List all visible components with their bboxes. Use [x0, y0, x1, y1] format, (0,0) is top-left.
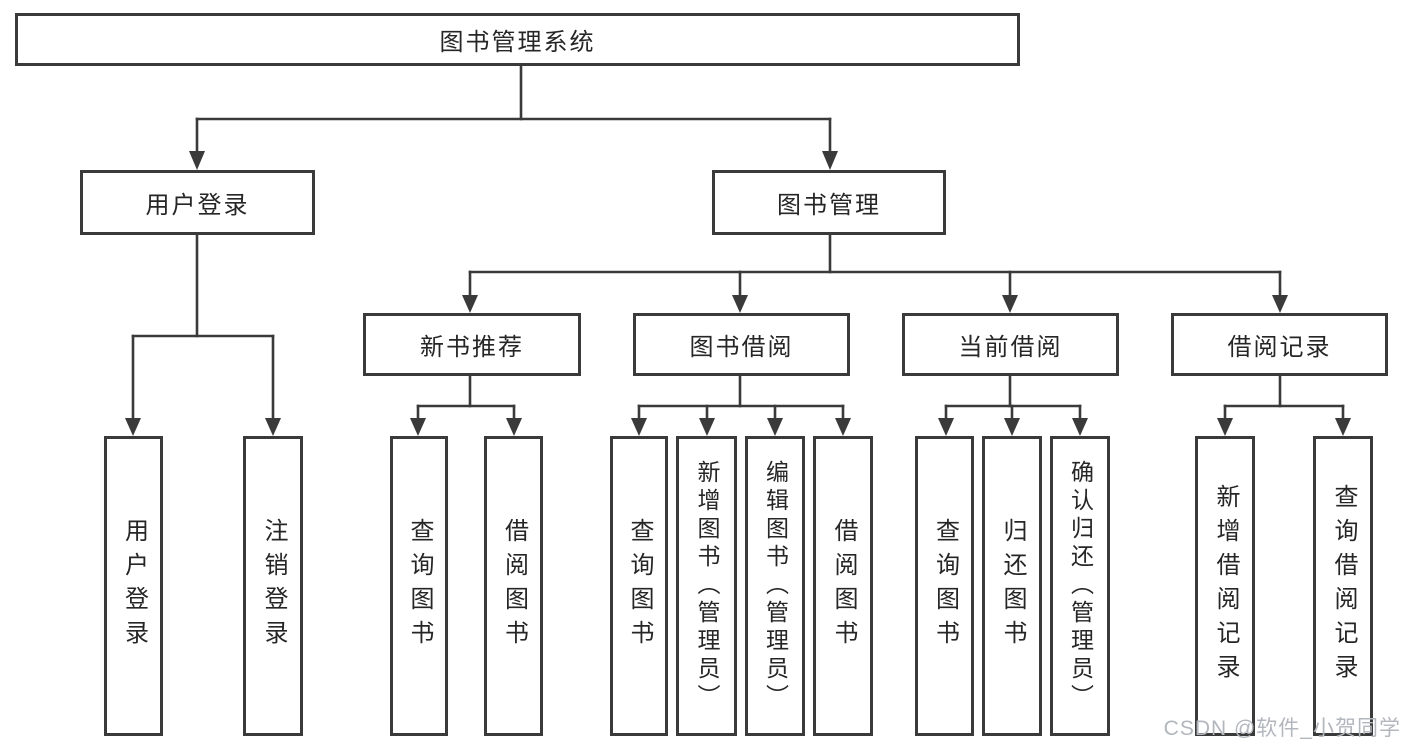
leaf-add-books-admin: 新增图书（管理员） [676, 436, 737, 736]
node-borrow-records: 借阅记录 [1171, 313, 1388, 376]
node-root: 图书管理系统 [15, 13, 1020, 66]
leaf-logout: 注销登录 [243, 436, 303, 736]
leaf-return-books: 归还图书 [982, 436, 1042, 736]
leaf-borrow-books-borrow: 借阅图书 [813, 436, 873, 736]
leaf-user-login-label: 用户登录 [120, 518, 148, 654]
node-root-label: 图书管理系统 [439, 29, 596, 56]
leaf-query-books-current-label: 查询图书 [931, 518, 959, 654]
leaf-edit-books-admin: 编辑图书（管理员） [745, 436, 805, 736]
leaf-query-books-current: 查询图书 [915, 436, 974, 736]
node-user-login: 用户登录 [80, 170, 315, 235]
leaf-add-borrow-record-label: 新增借阅记录 [1212, 484, 1239, 688]
node-borrow-records-label: 借阅记录 [1227, 334, 1332, 361]
leaf-logout-label: 注销登录 [260, 518, 287, 654]
leaf-query-books-borrow: 查询图书 [610, 436, 668, 736]
node-current-borrow: 当前借阅 [902, 313, 1119, 376]
leaf-edit-books-admin-label: 编辑图书（管理员） [762, 460, 789, 712]
node-book-management-label: 图书管理 [777, 192, 881, 219]
node-user-login-label: 用户登录 [145, 192, 250, 219]
leaf-query-books-recommend-label: 查询图书 [406, 518, 433, 654]
leaf-borrow-books-recommend-label: 借阅图书 [500, 518, 528, 654]
leaf-confirm-return-admin-label: 确认归还（管理员） [1067, 460, 1094, 712]
node-book-management: 图书管理 [712, 170, 946, 235]
node-current-borrow-label: 当前借阅 [958, 334, 1063, 361]
leaf-add-borrow-record: 新增借阅记录 [1195, 436, 1255, 736]
leaf-user-login: 用户登录 [104, 436, 163, 736]
node-book-borrow: 图书借阅 [633, 313, 850, 376]
leaf-query-books-recommend: 查询图书 [390, 436, 448, 736]
leaf-borrow-books-recommend: 借阅图书 [484, 436, 543, 736]
leaf-query-borrow-record: 查询借阅记录 [1313, 436, 1373, 736]
node-new-book-recommend: 新书推荐 [363, 313, 581, 376]
csdn-watermark: CSDN @软件_小贺同学 [1163, 717, 1401, 740]
node-book-borrow-label: 图书借阅 [689, 334, 794, 361]
leaf-query-books-borrow-label: 查询图书 [626, 518, 653, 654]
node-new-book-recommend-label: 新书推荐 [420, 334, 524, 361]
leaf-add-books-admin-label: 新增图书（管理员） [694, 460, 720, 712]
leaf-return-books-label: 归还图书 [999, 518, 1026, 654]
leaf-query-borrow-record-label: 查询借阅记录 [1330, 484, 1357, 688]
leaf-borrow-books-borrow-label: 借阅图书 [830, 518, 857, 654]
leaf-confirm-return-admin: 确认归还（管理员） [1050, 436, 1110, 736]
